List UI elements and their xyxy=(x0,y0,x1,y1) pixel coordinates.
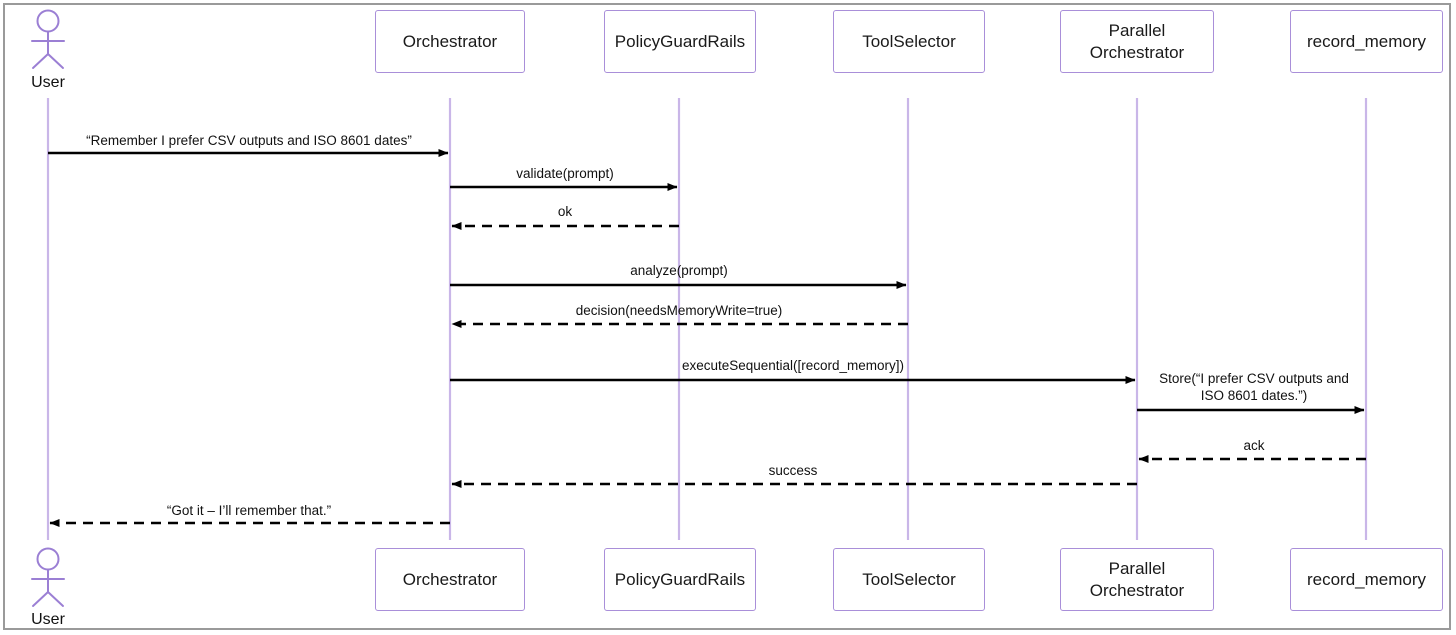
participant-box-parallel_orchestrator-top[interactable]: Parallel Orchestrator xyxy=(1060,10,1214,73)
actor-label-user-top: User xyxy=(31,74,65,91)
actor-leg-left-icon xyxy=(32,53,49,69)
participant-label-orchestrator: Orchestrator xyxy=(402,569,498,589)
actor-leg-right-icon xyxy=(47,53,64,69)
participant-label-toolselector: ToolSelector xyxy=(862,569,956,589)
participant-box-policyguardrails-bottom[interactable]: PolicyGuardRails xyxy=(604,548,756,611)
actor-figure-bottom xyxy=(31,547,65,607)
actor-head-icon xyxy=(36,547,60,571)
diagram-frame xyxy=(3,3,1451,630)
participant-label-parallel_orchestrator: Parallel Orchestrator xyxy=(1089,21,1185,62)
participant-label-record_memory: record_memory xyxy=(1306,569,1427,589)
actor-head-icon xyxy=(36,9,60,33)
actor-figures-group xyxy=(31,9,65,607)
participant-box-orchestrator-top[interactable]: Orchestrator xyxy=(375,10,525,73)
participant-box-toolselector-top[interactable]: ToolSelector xyxy=(833,10,985,73)
actor-label-user-bottom: User xyxy=(31,611,65,628)
lifelines-group xyxy=(46,98,1368,540)
participant-label-parallel_orchestrator: Parallel Orchestrator xyxy=(1089,559,1185,600)
participant-box-record_memory-top[interactable]: record_memory xyxy=(1290,10,1443,73)
participant-label-policyguardrails: PolicyGuardRails xyxy=(614,31,746,51)
participant-label-policyguardrails: PolicyGuardRails xyxy=(614,569,746,589)
participant-label-toolselector: ToolSelector xyxy=(862,31,956,51)
messages-group xyxy=(48,149,1366,527)
participant-box-record_memory-bottom[interactable]: record_memory xyxy=(1290,548,1443,611)
participant-label-orchestrator: Orchestrator xyxy=(402,31,498,51)
actor-leg-right-icon xyxy=(47,591,64,607)
participant-label-record_memory: record_memory xyxy=(1306,31,1427,51)
actor-figure-top xyxy=(31,9,65,69)
participant-box-toolselector-bottom[interactable]: ToolSelector xyxy=(833,548,985,611)
actor-leg-left-icon xyxy=(32,591,49,607)
participant-box-policyguardrails-top[interactable]: PolicyGuardRails xyxy=(604,10,756,73)
participant-box-parallel_orchestrator-bottom[interactable]: Parallel Orchestrator xyxy=(1060,548,1214,611)
participant-box-orchestrator-bottom[interactable]: Orchestrator xyxy=(375,548,525,611)
